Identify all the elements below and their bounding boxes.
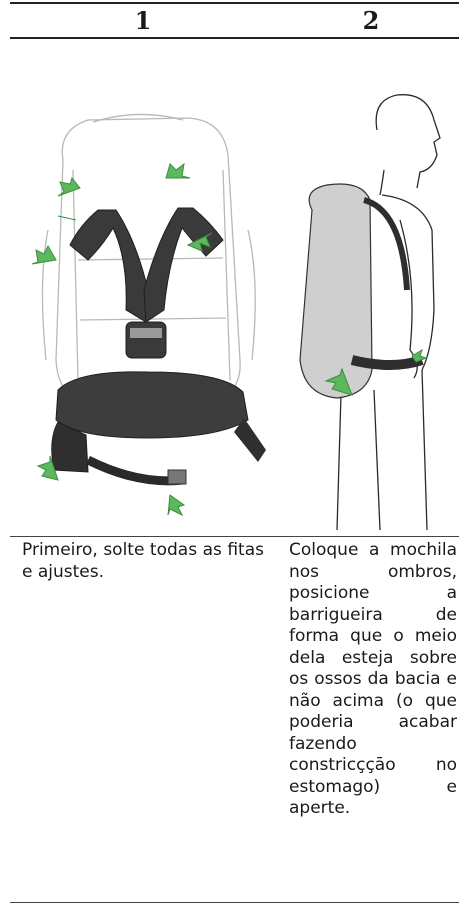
table-header-rule [10, 37, 459, 39]
hip-belt-shape [55, 371, 249, 439]
table-top-rule [10, 2, 459, 4]
column-header-2: 2 [362, 6, 380, 35]
backpack-harness-illustration [31, 113, 266, 517]
step-2-caption: Coloque a mochila nos ombros, posicione … [289, 540, 457, 818]
table-bottom-rule [10, 902, 459, 903]
table-row-divider [10, 536, 459, 537]
person-wearing-backpack-illustration [299, 94, 441, 530]
backpack-body-shape [299, 183, 373, 399]
step-1-caption: Primeiro, solte todas as fitas e ajustes… [22, 540, 264, 582]
column-header-1: 1 [134, 6, 152, 35]
